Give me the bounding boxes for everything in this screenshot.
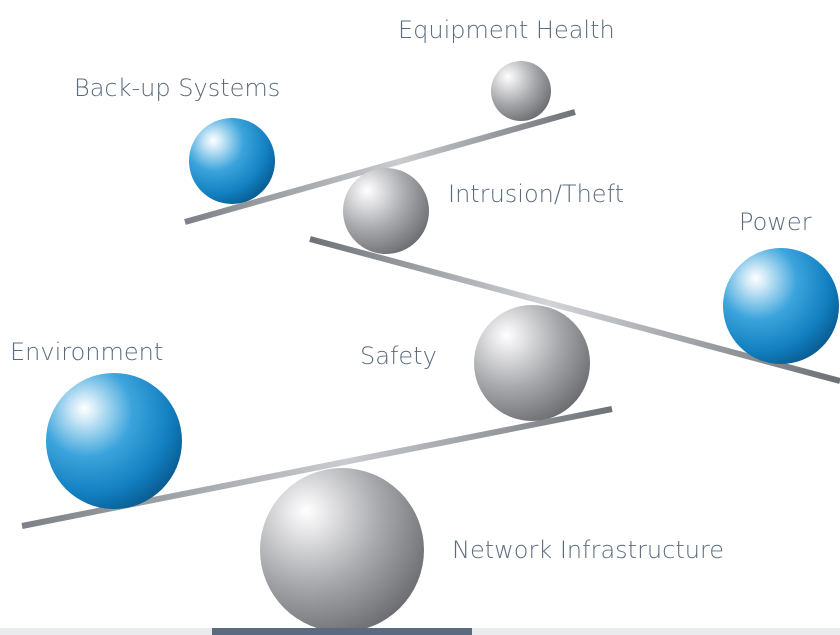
label-environment: Environment [10,338,164,366]
label-safety: Safety [360,342,437,370]
sphere-safety [474,305,590,421]
sphere-intrusion-theft [343,168,429,254]
beam-top [184,109,576,225]
base-plate [212,628,472,635]
sphere-power [723,248,839,364]
label-intrusion-theft: Intrusion/Theft [448,180,625,208]
label-backup-systems: Back-up Systems [74,74,281,102]
label-network-infrastructure: Network Infrastructure [452,536,725,564]
sphere-environment [46,373,182,509]
sphere-backup-systems [189,118,275,204]
sphere-network-infrastructure [260,468,424,632]
label-equipment-health: Equipment Health [398,16,615,44]
sphere-equipment-health [491,61,551,121]
label-power: Power [739,208,812,236]
beam-middle [309,236,840,384]
